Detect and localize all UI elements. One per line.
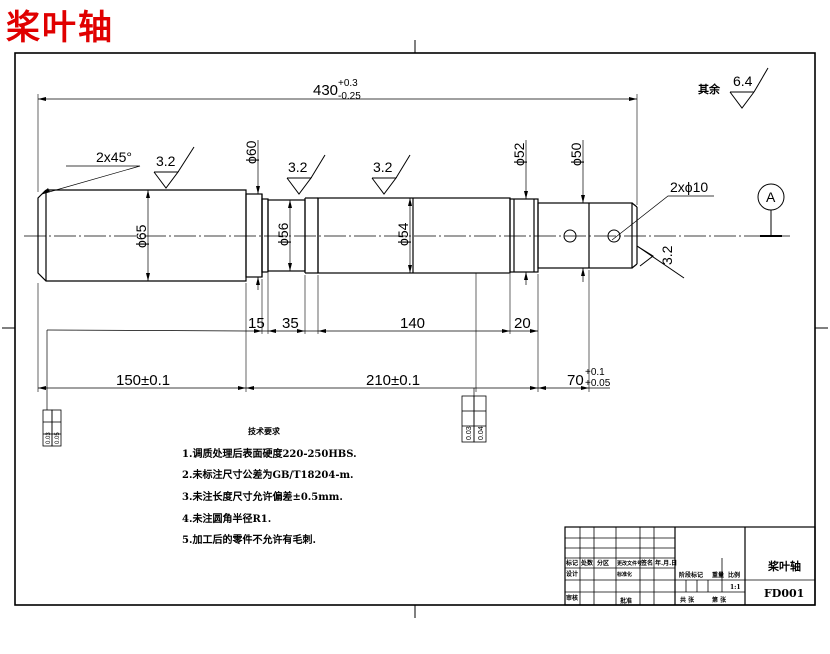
tb-stage-mark: 阶段标记 (679, 571, 703, 579)
dia-65: ϕ65 (133, 224, 149, 248)
tol-box-1-b: 0.05 (55, 432, 61, 444)
tb-part-name: 桨叶轴 (767, 559, 801, 573)
overall-tol-lower: -0.25 (338, 91, 361, 102)
tol-box-2-b: 0.04 (478, 426, 485, 440)
tol-box-2-a: 0.03 (466, 426, 473, 440)
note-item-3: 3.未注长度尺寸允许偏差±0.5mm. (182, 492, 343, 503)
dim-70: 70 (567, 372, 584, 389)
tb-standardize: 标准化 (616, 571, 632, 578)
dia-56: ϕ56 (275, 222, 291, 246)
roughness-symbols (153, 67, 769, 279)
dim-70-upper: +0.1 (585, 367, 605, 378)
tb-change-doc: 更改文件号 (617, 560, 642, 567)
tolerance-frame-1 (42, 409, 62, 447)
tb-review: 审核 (566, 594, 578, 602)
tb-scale: 比例 (728, 571, 740, 579)
tol-box-1-a: 0.03 (46, 432, 52, 444)
dia-54: ϕ54 (395, 222, 411, 246)
tb-signature: 签名 (640, 559, 653, 567)
dia-60: ϕ60 (243, 140, 259, 164)
drawing-title: 桨叶轴 (6, 8, 114, 48)
hole-2 (607, 229, 621, 243)
overall-tol-upper: +0.3 (338, 78, 358, 89)
tb-drawing-no: FD001 (764, 587, 804, 600)
dia-50: ϕ50 (568, 142, 584, 166)
tb-sheet-no: 第 张 (711, 596, 727, 604)
dim-20: 20 (514, 315, 531, 332)
tb-sheets-total: 共 张 (680, 596, 695, 604)
note-item-2: 2.未标注尺寸公差为GB/T18204-m. (182, 470, 354, 481)
surface-rest-label: 其余 (698, 82, 721, 96)
note-item-4: 4.未注圆角半径R1. (182, 514, 272, 525)
roughness-3: 3.2 (373, 159, 393, 175)
tb-zone: 分区 (597, 559, 609, 567)
note-item-5: 5.加工后的零件不允许有毛刺. (182, 535, 316, 546)
dim-210: 210±0.1 (366, 372, 420, 389)
datum-label: A (766, 189, 776, 205)
tb-mark: 标记 (565, 559, 578, 567)
chamfer-label: 2x45° (96, 149, 132, 165)
tb-design: 设计 (566, 570, 578, 578)
surface-rest-value: 6.4 (733, 73, 753, 89)
overall-length: 430 (313, 82, 338, 99)
tb-approve: 批准 (620, 597, 632, 605)
tb-date: 年.月.日 (655, 559, 677, 567)
holes-label: 2xϕ10 (670, 179, 708, 195)
note-item-1: 1.调质处理后表面硬度220-250HBS. (182, 449, 357, 460)
tb-weight: 重量 (712, 571, 724, 579)
dimension-texts: 430 +0.3 -0.25 2x45° 3.2 3.2 3.2 3.2 其余 … (46, 73, 776, 444)
tb-count: 处数 (580, 559, 594, 567)
dim-15: 15 (248, 315, 265, 332)
roughness-1: 3.2 (156, 153, 176, 169)
shaft-outline (37, 189, 638, 282)
title-block (564, 526, 816, 606)
roughness-2: 3.2 (288, 159, 308, 175)
tb-scale-value: 1:1 (730, 584, 741, 591)
hole-1 (563, 229, 577, 243)
dia-52: ϕ52 (511, 142, 527, 166)
roughness-4: 3.2 (659, 245, 675, 265)
notes-heading: 技术要求 (248, 426, 280, 436)
dim-70-lower: +0.05 (585, 378, 611, 389)
dim-35: 35 (282, 315, 299, 332)
dim-150: 150±0.1 (116, 372, 170, 389)
dim-140: 140 (400, 315, 425, 332)
tolerance-frame-2 (461, 395, 487, 443)
